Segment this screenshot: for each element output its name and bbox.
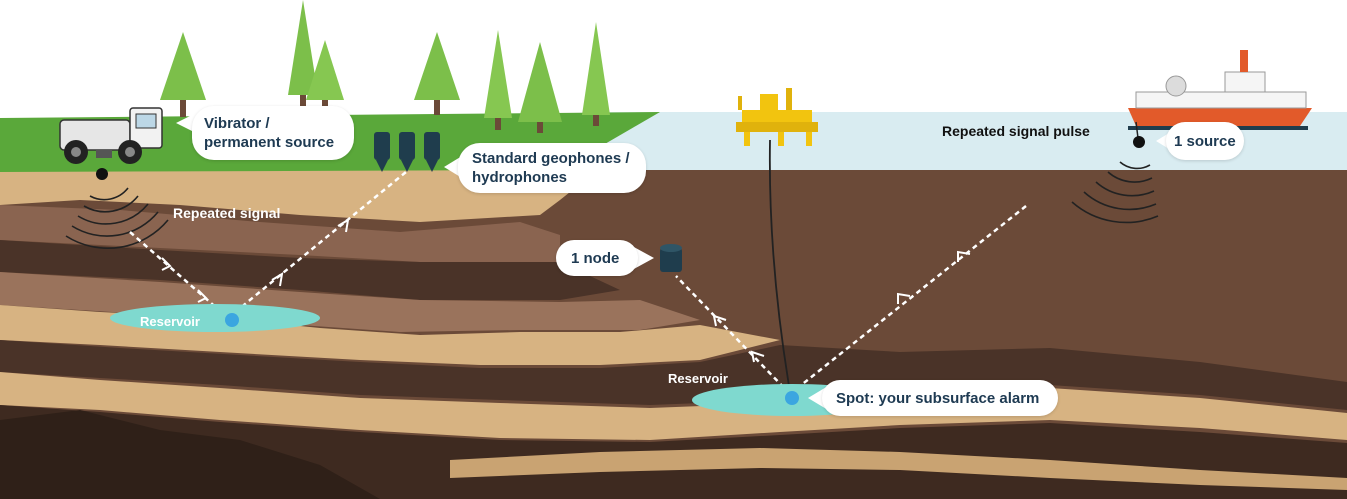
tree-6 xyxy=(518,42,562,133)
tree-7 xyxy=(582,22,610,126)
tree-5 xyxy=(484,30,512,130)
vibrator-callout-line1: Vibrator / xyxy=(204,115,270,132)
tree-1 xyxy=(160,32,206,117)
node-callout-label: 1 node xyxy=(571,249,620,267)
dark-layer-1 xyxy=(0,240,620,300)
vibrator-truck-icon xyxy=(59,107,163,164)
tree-4 xyxy=(414,32,460,115)
tree-group xyxy=(160,0,610,133)
vibrator-callout: Vibrator / permanent source xyxy=(192,106,354,160)
node-callout: 1 node xyxy=(556,240,638,276)
reservoir-left-label: Reservoir xyxy=(140,314,200,329)
source-callout-label: 1 source xyxy=(1174,132,1236,150)
sea-ray-paths xyxy=(675,205,1027,395)
reservoir-left-point xyxy=(225,313,239,327)
geophone-sensors-icon xyxy=(374,132,440,172)
offshore-platform-icon xyxy=(736,88,818,146)
sand-layer-top xyxy=(0,168,600,222)
source-callout: 1 source xyxy=(1166,122,1244,160)
survey-ship-icon xyxy=(1128,50,1312,130)
geophones-callout-line1: Standard geophones / xyxy=(472,150,630,167)
vibrator-callout-pointer xyxy=(176,113,196,133)
reservoir-right-label: Reservoir xyxy=(668,371,728,386)
land-ray-paths xyxy=(129,171,407,319)
ship-source-point xyxy=(1133,136,1145,148)
dark-layer-2 xyxy=(0,340,1347,410)
tree-2 xyxy=(288,0,318,112)
geophones-callout: Standard geophones / hydrophones xyxy=(458,143,646,193)
geophones-callout-line2: hydrophones xyxy=(472,169,568,186)
reservoir-right-point xyxy=(785,391,799,405)
land-ray-arrowheads xyxy=(161,218,350,303)
vibrator-signal-arcs xyxy=(65,187,169,250)
node-callout-pointer xyxy=(632,246,654,270)
vibrator-source-point xyxy=(96,168,108,180)
geophones-callout-pointer xyxy=(444,156,462,178)
sea-ray-arrowheads xyxy=(712,250,971,363)
node-sensor-icon xyxy=(660,244,682,272)
riser-pipe xyxy=(768,139,791,393)
ship-signal-arcs xyxy=(1071,161,1159,224)
brown-layer-1 xyxy=(0,205,560,262)
dark-rock-lower-left xyxy=(0,410,380,499)
reservoir-left-shape xyxy=(110,304,320,332)
sand-layer-3 xyxy=(0,372,1347,440)
tree-3 xyxy=(306,40,344,110)
ship-source-cable xyxy=(1135,121,1139,139)
sand-layer-deep xyxy=(450,448,1347,490)
repeated-signal-pulse-label: Repeated signal pulse xyxy=(942,123,1090,139)
repeated-signal-label: Repeated signal xyxy=(173,205,281,221)
brown-layer-2 xyxy=(0,272,700,332)
spot-alarm-label: Spot: your subsurface alarm xyxy=(836,389,1040,407)
spot-alarm-callout: Spot: your subsurface alarm xyxy=(822,380,1058,416)
vibrator-callout-line2: permanent source xyxy=(204,134,335,151)
